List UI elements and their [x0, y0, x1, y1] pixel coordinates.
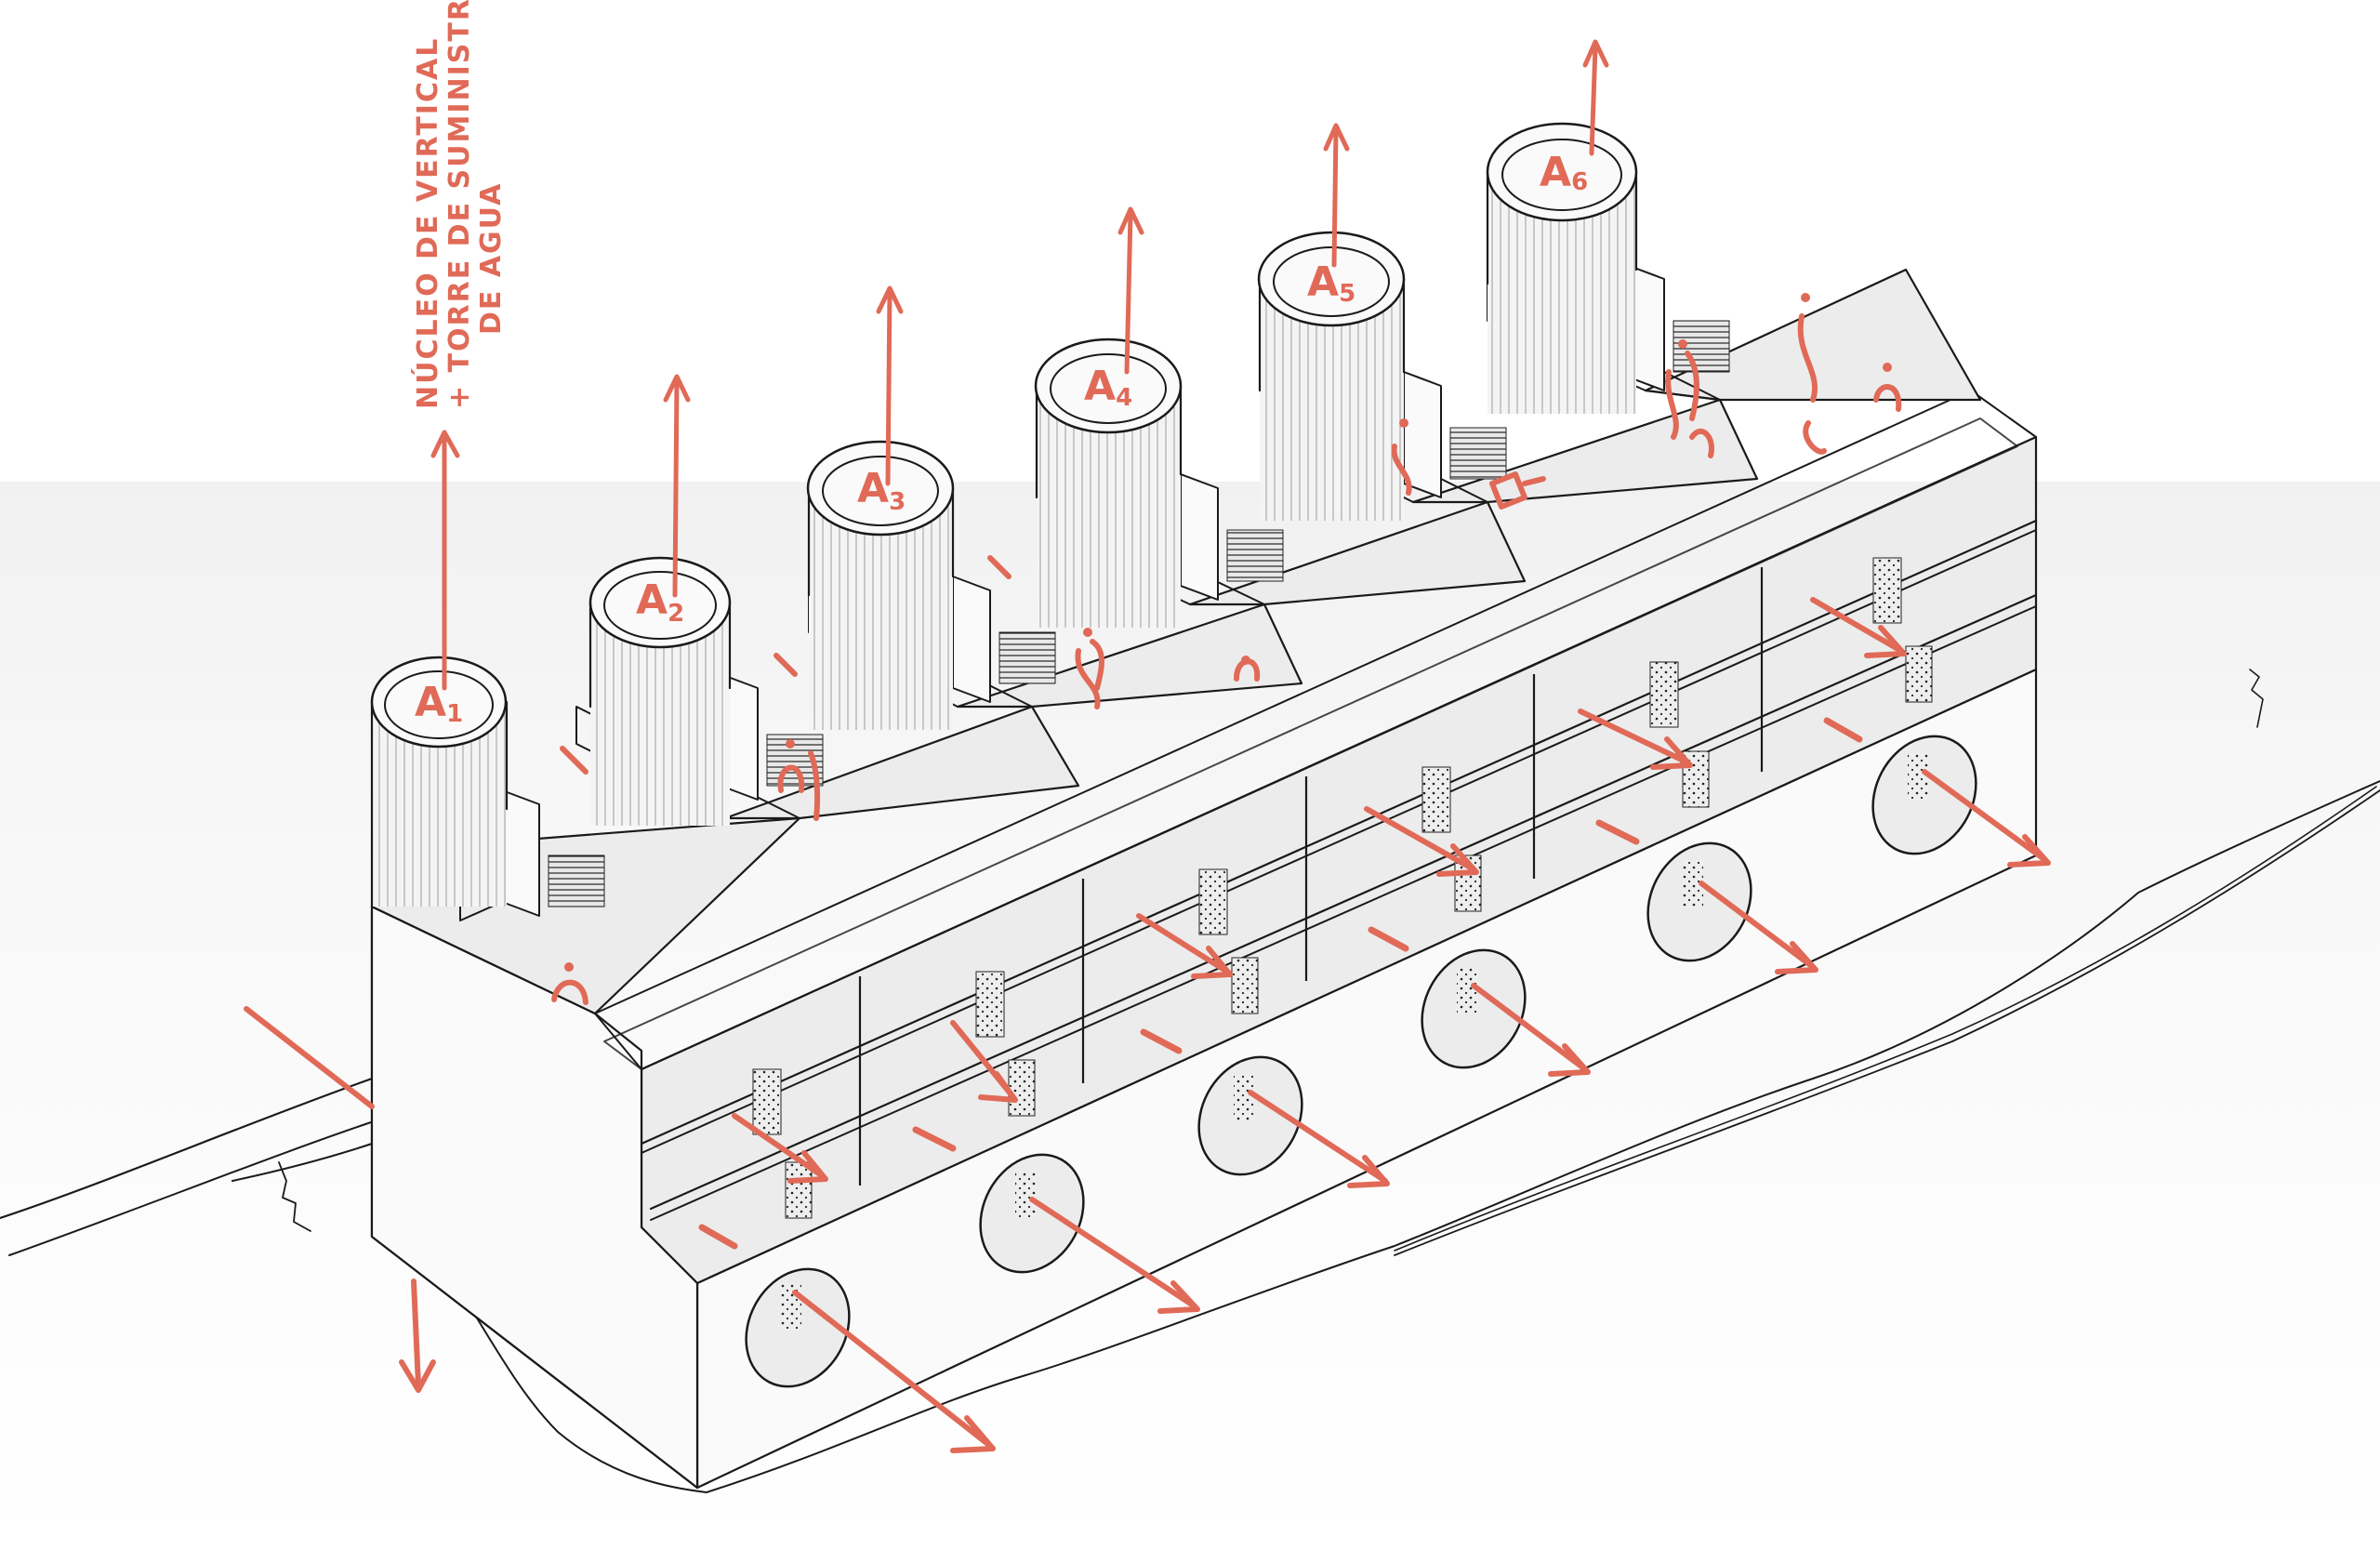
vertical-flow-arrows	[430, 39, 1609, 691]
annotation-line-2: + TORRE DE SUMINISTRO	[443, 0, 476, 409]
tower-label: A4	[1084, 363, 1132, 412]
arrow-icon	[1029, 1197, 1200, 1314]
opening	[1871, 735, 1977, 855]
arrow-icon	[244, 1006, 375, 1109]
annotation-line-3: DE AGUA	[475, 182, 508, 335]
planted-terraces	[594, 390, 2037, 1070]
person-figure-icon	[551, 962, 588, 1005]
water-tower	[370, 656, 509, 908]
water-tower	[1486, 122, 1638, 414]
annotation-line-1: NÚCLEO DE VERTICAL	[410, 37, 444, 409]
water-towers	[370, 122, 1638, 908]
arrow-icon	[1922, 769, 2051, 868]
person-figure-icon	[1075, 628, 1104, 709]
arrow-icon	[1578, 709, 1693, 770]
water-tower	[588, 556, 732, 826]
person-figure-icon-group	[551, 293, 1902, 1005]
person-figure-icon	[777, 739, 821, 821]
arrow-icon	[1699, 881, 1818, 974]
arrow-icon	[876, 285, 904, 486]
tower-label: A6	[1540, 149, 1588, 196]
circulation-cores	[459, 264, 1730, 921]
arrow-icon	[430, 430, 460, 691]
base-openings	[745, 735, 1977, 1388]
person-figure-icon	[1391, 418, 1412, 496]
arrow-icon	[1810, 597, 1907, 658]
person-figure-icon	[1234, 656, 1261, 682]
annotation: NÚCLEO DE VERTICAL + TORRE DE SUMINISTRO…	[410, 0, 508, 409]
arrow-icon	[399, 1278, 436, 1393]
core	[1138, 473, 1284, 605]
tower-labels: A1 A2 A3 A4 A5 A6	[415, 149, 1588, 728]
tower-label: A3	[857, 465, 906, 516]
water-tower	[1257, 231, 1406, 521]
arrow-icon	[1471, 983, 1591, 1077]
tower-label: A1	[415, 679, 463, 728]
dotted-panels	[752, 557, 1933, 1219]
opening	[745, 1267, 851, 1388]
arrow-icon	[950, 1020, 1018, 1103]
arrow-icon	[1582, 39, 1609, 156]
person-figure-icon	[1665, 339, 1714, 458]
flow-marks	[560, 555, 1863, 1250]
person-figure-icon	[1873, 363, 1902, 412]
person-figure-icon	[1797, 293, 1827, 455]
opening	[1197, 1055, 1303, 1176]
core	[1361, 371, 1507, 503]
opening	[1646, 841, 1752, 962]
water-tower	[806, 440, 955, 730]
person-figure-icon	[1489, 471, 1546, 510]
arrow-icon	[1248, 1090, 1390, 1188]
arrow-icon	[663, 374, 691, 598]
water-tower	[1034, 338, 1183, 628]
sky-background	[0, 0, 2380, 482]
arrow-icon	[1117, 206, 1144, 375]
arrow-icon	[1364, 806, 1479, 877]
tower-label: A2	[636, 576, 684, 628]
ground-lines	[0, 669, 2380, 1493]
horizontal-flow-arrows	[244, 597, 2051, 1453]
arrow-icon	[1136, 913, 1233, 979]
arrow-icon	[732, 1113, 828, 1184]
arrow-icon	[792, 1290, 996, 1453]
arrow-icon	[1323, 123, 1350, 268]
opening	[979, 1153, 1085, 1274]
opening	[1421, 948, 1527, 1069]
tower-label: A5	[1307, 258, 1355, 308]
